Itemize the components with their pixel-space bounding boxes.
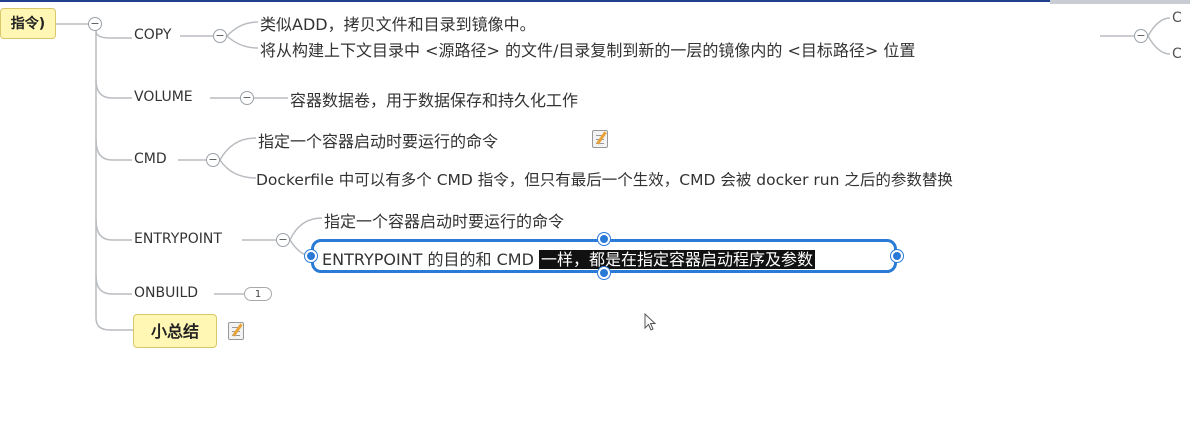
branch-entrypoint[interactable]: ENTRYPOINT: [134, 231, 222, 247]
branch-cmd[interactable]: CMD: [134, 151, 167, 167]
resize-handle-bottom[interactable]: [598, 267, 610, 279]
cmd-leaf-2[interactable]: Dockerfile 中可以有多个 CMD 指令，但只有最后一个生效，CMD 会…: [256, 171, 953, 189]
volume-leaf-1[interactable]: 容器数据卷，用于数据保存和持久化工作: [290, 91, 579, 110]
edit-text-unselected: ENTRYPOINT 的目的和 CMD: [322, 250, 539, 269]
summary-node[interactable]: 小总结: [133, 314, 217, 348]
note-icon[interactable]: [592, 130, 608, 148]
window-top-right-bar: [1050, 0, 1190, 4]
root-node[interactable]: 指令): [0, 8, 56, 39]
resize-handle-left[interactable]: [305, 250, 317, 262]
entrypoint-leaf-1[interactable]: 指定一个容器启动时要运行的命令: [324, 212, 565, 231]
note-icon[interactable]: [228, 322, 244, 340]
edit-text-selected: 一样，都是在指定容器启动程序及参数: [538, 250, 815, 269]
offscreen-node-2[interactable]: C: [1172, 46, 1182, 62]
copy-collapse-toggle[interactable]: −: [213, 29, 227, 43]
root-collapse-toggle[interactable]: −: [88, 17, 102, 31]
entrypoint-collapse-toggle[interactable]: −: [276, 233, 290, 247]
branch-copy[interactable]: COPY: [134, 27, 172, 43]
resize-handle-top[interactable]: [598, 233, 610, 245]
mouse-pointer-icon: [644, 313, 657, 331]
copy-leaf-2[interactable]: 将从构建上下文目录中 <源路径> 的文件/目录复制到新的一层的镜像内的 <目标路…: [260, 41, 916, 60]
branch-volume[interactable]: VOLUME: [134, 89, 193, 105]
cmd-leaf-1[interactable]: 指定一个容器启动时要运行的命令: [258, 132, 499, 151]
resize-handle-right[interactable]: [891, 250, 903, 262]
copy-leaf-1[interactable]: 类似ADD，拷贝文件和目录到镜像中。: [260, 15, 536, 34]
branch-onbuild[interactable]: ONBUILD: [134, 285, 199, 301]
collapsed-count-badge[interactable]: 1: [244, 287, 272, 301]
offscreen-node-1[interactable]: C: [1172, 10, 1182, 26]
cmd-collapse-toggle[interactable]: −: [206, 153, 220, 167]
offscreen-collapse-toggle[interactable]: −: [1134, 29, 1148, 43]
volume-collapse-toggle[interactable]: −: [240, 91, 254, 105]
entrypoint-edit-text[interactable]: ENTRYPOINT 的目的和 CMD 一样，都是在指定容器启动程序及参数: [322, 246, 815, 270]
window-top-border: [0, 0, 1190, 2]
